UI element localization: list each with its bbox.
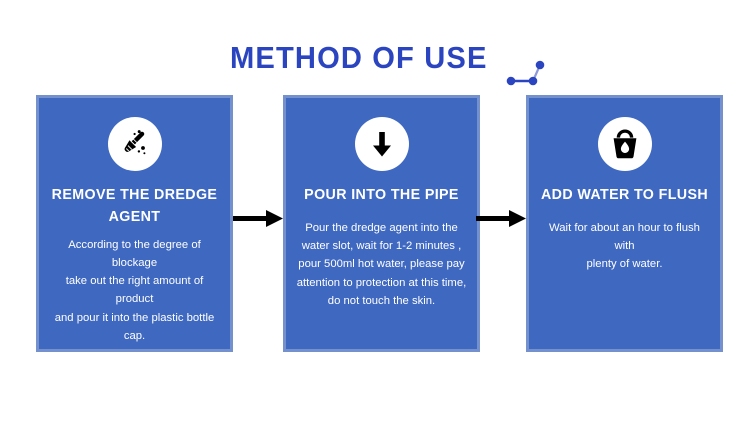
step-card-add-water-to-flush[interactable]: ADD WATER TO FLUSH Wait for about an hou…	[526, 95, 723, 352]
arrow-down-icon	[354, 117, 409, 171]
step-heading: ADD WATER TO FLUSH	[540, 186, 709, 203]
step-body: According to the degree of blockage take…	[54, 238, 215, 342]
step-heading: REMOVE THE DREDGE AGENT	[51, 186, 218, 225]
arrow-right-icon	[476, 206, 528, 232]
page-title: METHOD OF USE	[230, 40, 488, 75]
step-card-pour-into-the-pipe[interactable]: POUR INTO THE PIPE Pour the dredge agent…	[283, 95, 480, 352]
step-card-remove-dredge-agent[interactable]: REMOVE THE DREDGE AGENT According to the…	[36, 95, 233, 352]
header: METHOD OF USE	[0, 20, 750, 86]
arrow-right-icon	[233, 206, 285, 232]
step-heading: POUR INTO THE PIPE	[304, 186, 459, 203]
connected-nodes-icon	[503, 56, 547, 90]
step-body: Wait for about an hour to flush with ple…	[549, 221, 700, 271]
bucket-water-icon	[597, 117, 652, 171]
broom-sweep-icon	[107, 117, 162, 171]
process-flow: REMOVE THE DREDGE AGENT According to the…	[0, 95, 750, 357]
step-body: Pour the dredge agent into the water slo…	[296, 221, 467, 307]
